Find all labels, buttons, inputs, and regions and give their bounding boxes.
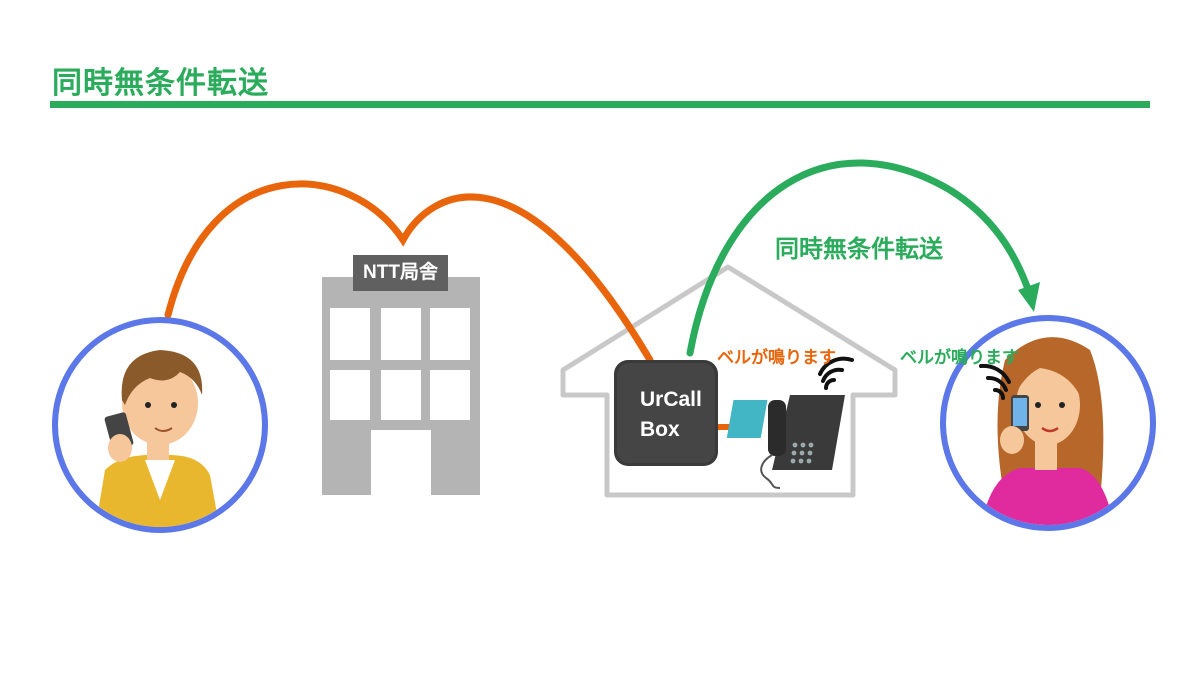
green-forward-arrow: [686, 159, 1034, 357]
green-arrowhead-icon: [1018, 282, 1040, 312]
receiver-woman-icon: [940, 315, 1156, 531]
ring-home-label: ベルが鳴ります: [717, 348, 836, 368]
title-underline: [50, 101, 1150, 108]
page-title: 同時無条件転送: [52, 66, 269, 101]
building-label: NTT局舎: [353, 255, 448, 291]
house-outline-icon: [560, 264, 898, 498]
orange-call-path: [164, 180, 654, 364]
ntt-building-icon: [322, 277, 480, 495]
device-label-line2: Box: [640, 418, 680, 441]
device-label-line1: UrCall: [640, 388, 702, 411]
device-label: UrCall Box: [640, 385, 710, 445]
ringing-waves-icon: [818, 356, 854, 390]
ring-remote-label: ベルが鳴ります: [900, 348, 1019, 368]
caller-man-icon: [52, 317, 268, 533]
desk-phone-icon: [726, 395, 845, 489]
forward-label: 同時無条件転送: [775, 235, 943, 263]
ringing-waves-icon: [979, 363, 1011, 400]
urcall-box-icon: [614, 360, 718, 466]
